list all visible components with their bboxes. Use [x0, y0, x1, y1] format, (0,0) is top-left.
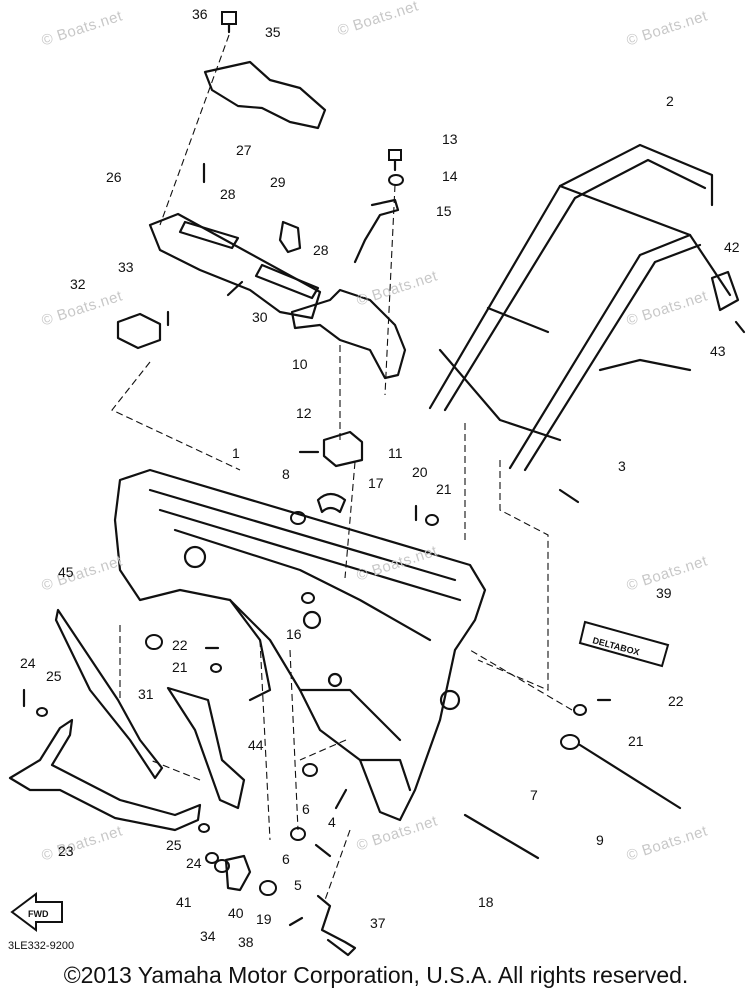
callout-27: 27	[236, 142, 252, 158]
callout-5: 5	[294, 877, 302, 893]
deltabox-emblem-39: DELTABOX	[578, 620, 670, 668]
callout-45: 45	[58, 564, 74, 580]
stay-37	[316, 894, 357, 957]
callout-23: 23	[58, 843, 74, 859]
damper-32	[116, 312, 162, 350]
collar-7	[560, 734, 580, 750]
assembly-lines	[111, 34, 573, 901]
callout-32: 32	[70, 276, 86, 292]
callout-18: 18	[478, 894, 494, 910]
washer-21-left	[210, 663, 222, 673]
callout-11: 11	[388, 445, 403, 461]
callout-39: 39	[656, 585, 672, 601]
damper-11	[322, 430, 364, 468]
washer-25-left	[36, 707, 48, 717]
rear-frame-2	[428, 143, 732, 472]
callout-3: 3	[618, 458, 626, 474]
callout-22-right: 22	[668, 693, 684, 709]
guard-44	[166, 686, 246, 810]
callout-37: 37	[370, 915, 386, 931]
guard-45	[54, 608, 164, 780]
callout-44: 44	[248, 737, 264, 753]
callout-4: 4	[328, 814, 336, 830]
bracket-40	[224, 854, 252, 892]
callout-24-lower: 24	[186, 855, 202, 871]
copyright-notice: ©2013 Yamaha Motor Corporation, U.S.A. A…	[63, 962, 689, 988]
callout-1: 1	[232, 445, 240, 461]
callout-10: 10	[292, 356, 308, 372]
callout-31: 31	[138, 686, 154, 702]
grommet-16	[301, 592, 315, 604]
callout-12: 12	[296, 405, 312, 421]
callout-38: 38	[238, 934, 254, 950]
washer-14	[388, 174, 404, 186]
callout-9: 9	[596, 832, 604, 848]
part-code: 3LE332-9200	[8, 940, 75, 952]
clamp-17	[316, 492, 347, 514]
washer-25-lower	[198, 823, 210, 833]
callout-6-upper: 6	[302, 801, 310, 817]
bracket-35	[203, 60, 327, 130]
callout-16: 16	[286, 626, 302, 642]
callout-42: 42	[724, 239, 740, 255]
bolt-43	[734, 320, 746, 334]
pad-28-bottom	[254, 263, 320, 300]
bracket-10	[290, 288, 407, 380]
bolt-38	[288, 916, 304, 927]
nut-24-lower	[205, 852, 219, 864]
callout-36: 36	[192, 6, 208, 22]
callout-22-left: 22	[172, 637, 188, 653]
long-bolt-9	[578, 743, 682, 810]
stay-23	[8, 718, 202, 832]
callout-14: 14	[442, 168, 458, 184]
callout-19: 19	[256, 911, 272, 927]
main-frame-1	[113, 468, 487, 822]
bolt-13	[388, 149, 402, 172]
callout-24-left: 24	[20, 655, 36, 671]
callout-30: 30	[252, 309, 268, 325]
callout-25-lower: 25	[166, 837, 182, 853]
grommet-31	[145, 634, 163, 650]
callout-15: 15	[436, 203, 452, 219]
callout-43: 43	[710, 343, 726, 359]
callout-29: 29	[270, 174, 286, 190]
collar-6-upper	[302, 763, 318, 777]
svg-text:FWD: FWD	[28, 909, 49, 919]
callout-41: 41	[176, 894, 192, 910]
screw-30	[226, 280, 244, 297]
callout-26: 26	[106, 169, 122, 185]
callout-21-left: 21	[172, 659, 188, 675]
bolt-4	[334, 788, 348, 810]
callout-20: 20	[412, 464, 428, 480]
callout-28-top: 28	[220, 186, 236, 202]
callout-28-bottom: 28	[313, 242, 329, 258]
washer-21-top	[425, 514, 439, 526]
cross-plate-26	[148, 212, 322, 320]
fwd-arrow: FWD	[10, 892, 63, 932]
callout-7: 7	[530, 787, 538, 803]
pad-28-top	[178, 220, 240, 250]
callout-25-left: 25	[46, 668, 62, 684]
long-bolt-18	[463, 813, 540, 860]
callout-21-top: 21	[436, 481, 452, 497]
bracket-42	[710, 270, 740, 312]
callout-2: 2	[666, 93, 674, 109]
callout-33: 33	[118, 259, 134, 275]
bolt-5	[314, 843, 332, 858]
callout-40: 40	[228, 905, 244, 921]
washer-21-right	[573, 704, 587, 716]
callout-8: 8	[282, 466, 290, 482]
callout-21-right: 21	[628, 733, 644, 749]
collar-19	[259, 880, 277, 896]
callout-34: 34	[200, 928, 216, 944]
clip-29	[278, 220, 302, 254]
callout-17: 17	[368, 475, 384, 491]
callout-35: 35	[265, 24, 281, 40]
bolt-3	[558, 488, 580, 504]
bolt-36	[221, 11, 237, 34]
stay-15	[353, 198, 400, 264]
callout-13: 13	[442, 131, 458, 147]
callout-6-lower: 6	[282, 851, 290, 867]
